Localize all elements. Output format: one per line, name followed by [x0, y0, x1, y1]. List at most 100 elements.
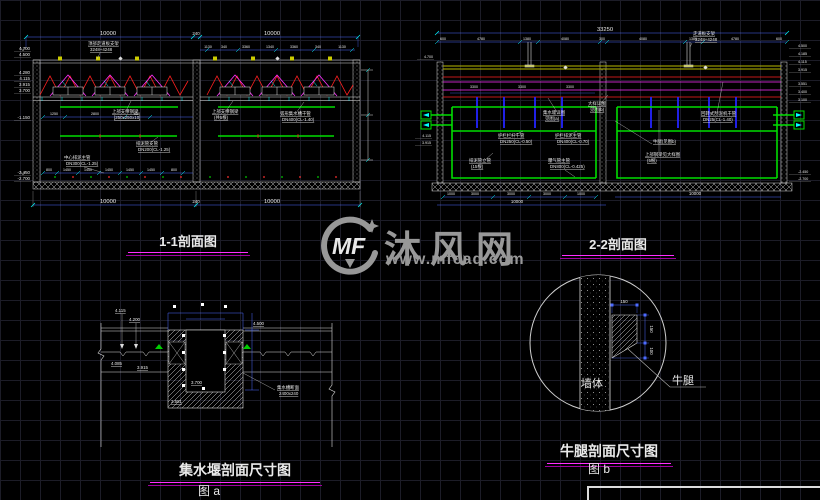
- walls-hatched: [32, 59, 361, 190]
- dim-bottom-rows: 1000 3000 3000 3000 1000 10000 10000: [437, 191, 781, 206]
- leader-labels: 走道板支架 3248+4248 集水堰详图 见图(a) 大样详图 见图(b) 护…: [469, 30, 737, 178]
- label-text: 曝气管主管: [548, 157, 571, 164]
- logo-star: [365, 219, 379, 233]
- figure-label-b: 图 b: [588, 462, 611, 476]
- dim-text: 1450: [63, 168, 71, 172]
- label-text: 护栏栏杆干管: [498, 132, 525, 139]
- elevation-text: 4.085: [111, 361, 123, 366]
- dim-text: 4080: [639, 37, 647, 41]
- elevation-text: 3.700: [19, 88, 31, 93]
- elevation-text: -1.150: [18, 115, 31, 120]
- pipe-red-ticks: [99, 134, 299, 138]
- dim-text: 300: [599, 37, 605, 41]
- dim-text: 4080: [561, 37, 569, 41]
- elevation-text: -2.700: [18, 176, 31, 181]
- corbel-shape: [611, 314, 638, 359]
- dim-text: 3000: [543, 192, 551, 196]
- elevation-text: 3.400: [798, 90, 807, 94]
- label-text: 大样详图: [588, 100, 606, 107]
- dim-text: 600: [440, 37, 446, 41]
- dim-text: 1000: [577, 192, 585, 196]
- label-text: (15根): [471, 163, 484, 170]
- pipe-flanges: [420, 110, 805, 130]
- walkway: [33, 56, 360, 64]
- dim-lines-blue: [167, 312, 259, 391]
- label-text: 回转式刮泥机干管: [701, 110, 737, 117]
- elevation-text: 4.115: [422, 134, 431, 138]
- dim-text: 3360: [290, 45, 298, 49]
- flow-arrows-cyan: [423, 113, 802, 127]
- dim-text: 950: [134, 112, 140, 116]
- dim-text: 1340: [266, 45, 274, 49]
- dim-text: 4780: [477, 37, 485, 41]
- elevation-text: 4.280: [19, 70, 31, 75]
- figure-label-a: 图 a: [198, 484, 221, 498]
- walkway-deck: [443, 65, 781, 70]
- elevation-text: 4.115: [798, 60, 807, 64]
- title-section-2-2: 2-2剖面图: [560, 234, 676, 259]
- elevation-text: 4.700: [424, 55, 433, 59]
- weir-zigzag-red: [39, 75, 354, 96]
- elevation-stack-left: 4.700 4.115 3.915: [415, 55, 434, 146]
- label-text: 3248+4248: [90, 47, 113, 52]
- label-text: DN25(CL-1.40): [703, 117, 733, 122]
- wall-band: [579, 275, 611, 411]
- dim-text: 10000: [511, 199, 524, 204]
- elevation-text: 4.500: [798, 44, 807, 48]
- elevation-text: 4.115: [19, 76, 30, 81]
- title-weir-detail: 集水堰剖面尺寸图: [148, 460, 322, 486]
- elevation-text: 3.915: [137, 365, 149, 370]
- dim-text: 240: [192, 199, 200, 204]
- watermark-brand: 沐风网: [384, 229, 522, 270]
- elevation-text: 4.185: [798, 52, 807, 56]
- label-text: 上部钢梁见大样图: [645, 151, 681, 158]
- dim-text: 100: [649, 347, 654, 355]
- leader-labels: 顶部走道板支架 3248+4248 上部支撑钢梁 [250x250x10] 排泥…: [64, 40, 315, 174]
- dim-text: 3000: [471, 192, 479, 196]
- dim-text: 600: [776, 37, 782, 41]
- corbel-dims: 150 150 100: [610, 299, 654, 360]
- elevation-text: 3.100: [798, 98, 807, 102]
- blue-drop-pipes: [476, 97, 737, 128]
- elevation-text: 4.200: [129, 317, 141, 322]
- trough-section-label: 集水槽断面 2400x240: [242, 372, 300, 396]
- elevation-text: 4.500: [19, 52, 31, 57]
- elevation-text: 3.551: [798, 82, 807, 86]
- dim-text: 33250: [597, 27, 613, 33]
- elevation-text: 3.915: [798, 68, 807, 72]
- water-level-triangles: [155, 344, 251, 349]
- title-section-1-1: 1-1剖面图: [126, 231, 250, 256]
- magenta-lines: [443, 81, 781, 91]
- corbel-callouts: 墙体 牛腿: [581, 348, 706, 390]
- deck-slab-lines: [101, 327, 332, 373]
- dim-1450-row: 800 1450 1450 1450 1450 1450 800: [40, 168, 193, 176]
- label-text: 上部支撑钢梁: [212, 108, 239, 115]
- logo-nib: [345, 259, 355, 268]
- label-text: DN250(CL-0.50): [500, 139, 533, 144]
- drawing-corbel-detail: 150 150 100 墙体 牛腿: [529, 274, 706, 412]
- label-text: (共5根): [214, 114, 229, 121]
- drawing-section-1-1: 10000 240 10000 1130 340 3360 1340 3360 …: [14, 31, 373, 208]
- label-text: 排泥管支管: [136, 140, 159, 147]
- green-pipes: [60, 106, 335, 137]
- dim-text: 3000: [507, 192, 515, 196]
- dim-text: 1450: [105, 168, 113, 172]
- logo-mf-text: MF: [332, 233, 366, 259]
- label-text: 集水堰详图: [543, 109, 566, 116]
- drawing-section-2-2: 33250 600 4780 1380 4080 300 4080 1380 4…: [415, 27, 811, 206]
- label-text: DN400(CL-0.70): [557, 139, 590, 144]
- deck-lines: [33, 96, 360, 101]
- wall-label: 墙体: [581, 376, 603, 390]
- title-block-border: [587, 486, 820, 500]
- walls-hatched: [431, 61, 793, 192]
- label-text: 排泥管立管: [469, 157, 492, 164]
- label-text: 走道板支架: [693, 30, 716, 37]
- watermark-url: www.mfcad.com: [386, 251, 525, 268]
- elevation-text: 3.700: [191, 380, 203, 385]
- label-text: 集水槽断面: [277, 384, 300, 391]
- dim-sub-right: 1130 340 3360 1340 3360 340 1130: [200, 45, 355, 53]
- dim-text: 340: [315, 45, 321, 49]
- elevation-text: -2.450: [18, 170, 31, 175]
- dim-text: 150: [620, 299, 628, 304]
